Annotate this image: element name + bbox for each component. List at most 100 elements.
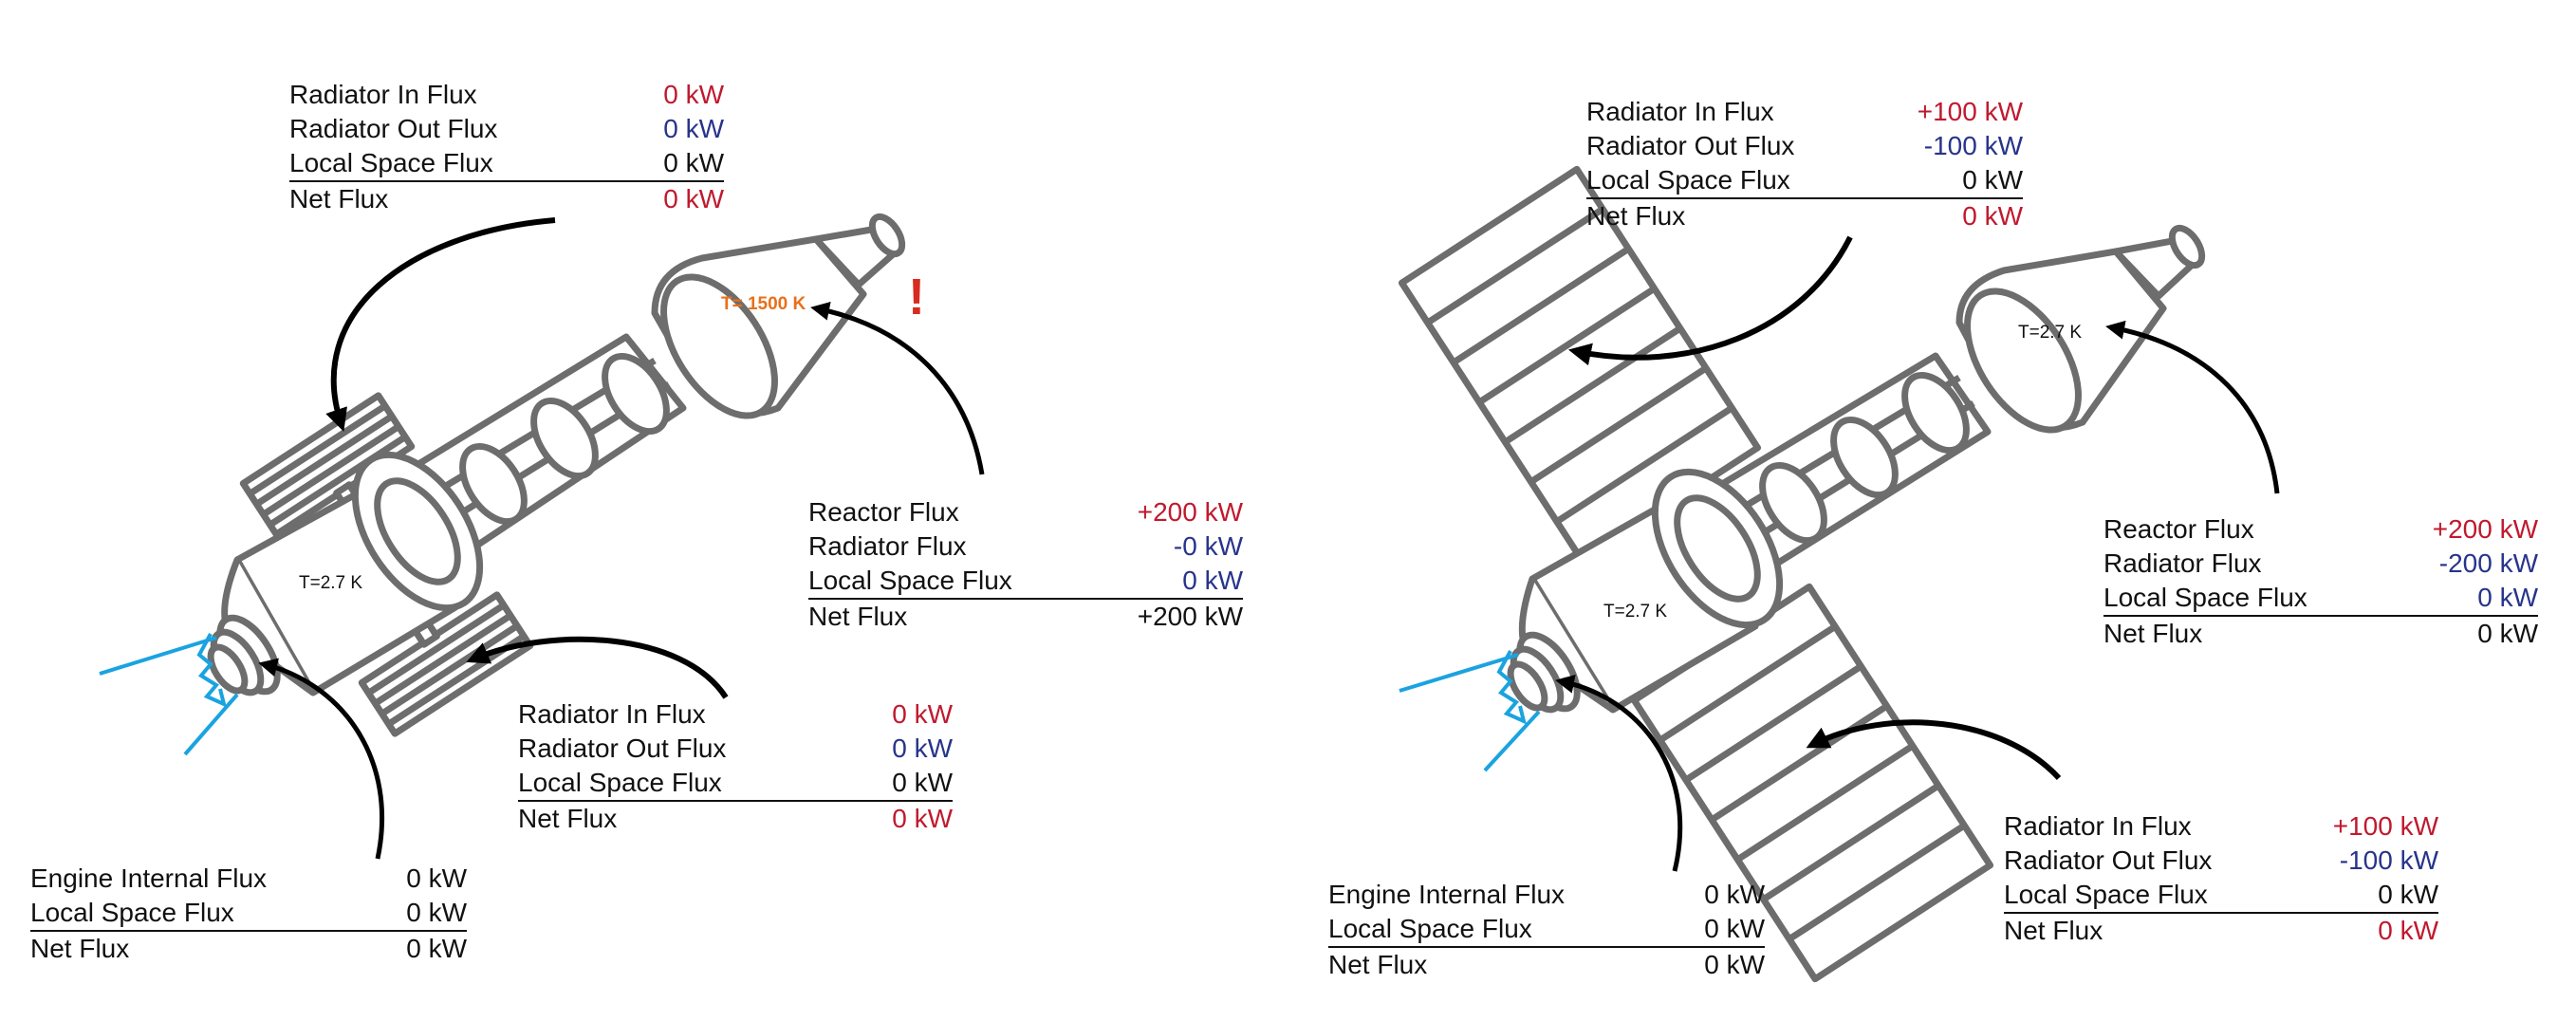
flux-value: 0 kW bbox=[406, 934, 467, 963]
flux-label: Local Space Flux bbox=[1586, 165, 1790, 195]
flux-row: Local Space Flux 0 kW bbox=[2103, 581, 2538, 617]
flux-value: 0 kW bbox=[406, 863, 467, 893]
right-body-temp-label: T=2.7 K bbox=[1603, 602, 1668, 622]
flux-row: Net Flux 0 kW bbox=[30, 932, 467, 966]
flux-label: Radiator Out Flux bbox=[518, 733, 727, 763]
flux-row: Radiator Flux -0 kW bbox=[808, 529, 1243, 564]
flux-row: Radiator Out Flux -100 kW bbox=[1586, 129, 2023, 163]
flux-value: 0 kW bbox=[2477, 619, 2538, 648]
flux-value: 0 kW bbox=[1704, 914, 1765, 943]
flux-row: Radiator Flux -200 kW bbox=[2103, 547, 2538, 581]
flux-value: +100 kW bbox=[2332, 811, 2438, 841]
flux-label: Radiator In Flux bbox=[518, 699, 706, 729]
flux-value: 0 kW bbox=[2378, 880, 2438, 909]
flux-value: 0 kW bbox=[663, 148, 724, 177]
flux-label: Local Space Flux bbox=[518, 768, 722, 797]
flux-row: Local Space Flux 0 kW bbox=[518, 766, 953, 802]
flux-row: Net Flux 0 kW bbox=[1586, 199, 2023, 233]
left-ship bbox=[207, 213, 906, 737]
flux-value: -100 kW bbox=[1923, 131, 2023, 160]
flux-value: -0 kW bbox=[1173, 531, 1243, 561]
flux-value: -200 kW bbox=[2438, 548, 2538, 578]
flux-row: Net Flux 0 kW bbox=[2103, 617, 2538, 651]
flux-label: Radiator In Flux bbox=[2004, 811, 2192, 841]
flux-value: 0 kW bbox=[892, 768, 953, 797]
flux-value: 0 kW bbox=[406, 898, 467, 927]
right-reactor-module bbox=[1955, 224, 2206, 434]
flux-label: Net Flux bbox=[289, 184, 389, 213]
flux-value: 0 kW bbox=[892, 804, 953, 833]
flux-row: Net Flux 0 kW bbox=[289, 182, 724, 216]
flux-value: +100 kW bbox=[1917, 97, 2023, 126]
flux-label: Local Space Flux bbox=[1328, 914, 1532, 943]
left-body-temp-label: T=2.7 K bbox=[299, 573, 363, 593]
right-truss bbox=[1695, 352, 1992, 578]
flux-row: Radiator In Flux +100 kW bbox=[2004, 809, 2438, 844]
flux-row: Net Flux 0 kW bbox=[518, 802, 953, 836]
left-exhaust bbox=[99, 633, 239, 756]
flux-value: 0 kW bbox=[663, 184, 724, 213]
flux-row: Radiator Out Flux 0 kW bbox=[289, 112, 724, 146]
flux-label: Radiator Out Flux bbox=[2004, 845, 2213, 875]
flux-row: Local Space Flux 0 kW bbox=[289, 146, 724, 182]
flux-value: +200 kW bbox=[1137, 497, 1243, 527]
flux-label: Net Flux bbox=[1586, 201, 1686, 231]
flux-value: 0 kW bbox=[2378, 916, 2438, 945]
flux-label: Net Flux bbox=[30, 934, 130, 963]
flux-row: Reactor Flux +200 kW bbox=[808, 495, 1243, 529]
flux-row: Radiator In Flux +100 kW bbox=[1586, 95, 2023, 129]
flux-row: Local Space Flux 0 kW bbox=[2004, 878, 2438, 914]
flux-row: Net Flux +200 kW bbox=[808, 600, 1243, 634]
flux-label: Net Flux bbox=[808, 602, 908, 631]
flux-label: Net Flux bbox=[1328, 950, 1428, 979]
flux-label: Radiator Out Flux bbox=[1586, 131, 1795, 160]
flux-value: +200 kW bbox=[2432, 514, 2538, 544]
flux-label: Local Space Flux bbox=[808, 566, 1012, 595]
flux-label: Radiator Out Flux bbox=[289, 114, 498, 143]
flux-row: Net Flux 0 kW bbox=[2004, 914, 2438, 948]
flux-label: Reactor Flux bbox=[808, 497, 959, 527]
flux-value: 0 kW bbox=[1182, 566, 1243, 595]
flux-label: Local Space Flux bbox=[30, 898, 234, 927]
flux-label: Local Space Flux bbox=[2004, 880, 2208, 909]
flux-row: Engine Internal Flux 0 kW bbox=[30, 862, 467, 896]
left-flux-arrows bbox=[258, 217, 985, 860]
flux-value: 0 kW bbox=[1962, 165, 2023, 195]
flux-label: Local Space Flux bbox=[2103, 583, 2307, 612]
flux-value: 0 kW bbox=[2477, 583, 2538, 612]
flux-value: 0 kW bbox=[663, 114, 724, 143]
flux-label: Local Space Flux bbox=[289, 148, 493, 177]
flux-label: Radiator Flux bbox=[2103, 548, 2262, 578]
flux-value: -100 kW bbox=[2339, 845, 2438, 875]
flux-label: Radiator In Flux bbox=[1586, 97, 1774, 126]
left-reactor-module bbox=[651, 213, 906, 419]
right-flux-arrows bbox=[1555, 235, 2280, 872]
right-top-radiator-flux-table: Radiator In Flux +100 kW Radiator Out Flux… bbox=[1586, 95, 2023, 233]
flux-row: Local Space Flux 0 kW bbox=[808, 564, 1243, 600]
flux-label: Net Flux bbox=[2004, 916, 2103, 945]
flux-value: +200 kW bbox=[1137, 602, 1243, 631]
right-reactor-temp-label: T=2.7 K bbox=[2018, 323, 2083, 343]
left-bottom-radiator bbox=[358, 591, 534, 737]
flux-label: Engine Internal Flux bbox=[30, 863, 268, 893]
flux-value: 0 kW bbox=[1704, 880, 1765, 909]
left-top-radiator bbox=[239, 392, 416, 538]
flux-row: Radiator In Flux 0 kW bbox=[518, 697, 953, 732]
flux-label: Net Flux bbox=[518, 804, 618, 833]
flux-value: 0 kW bbox=[892, 699, 953, 729]
left-warning-icon: ! bbox=[908, 269, 925, 325]
flux-row: Radiator Out Flux -100 kW bbox=[2004, 844, 2438, 878]
flux-value: 0 kW bbox=[1962, 201, 2023, 231]
flux-label: Radiator Flux bbox=[808, 531, 967, 561]
flux-label: Net Flux bbox=[2103, 619, 2203, 648]
